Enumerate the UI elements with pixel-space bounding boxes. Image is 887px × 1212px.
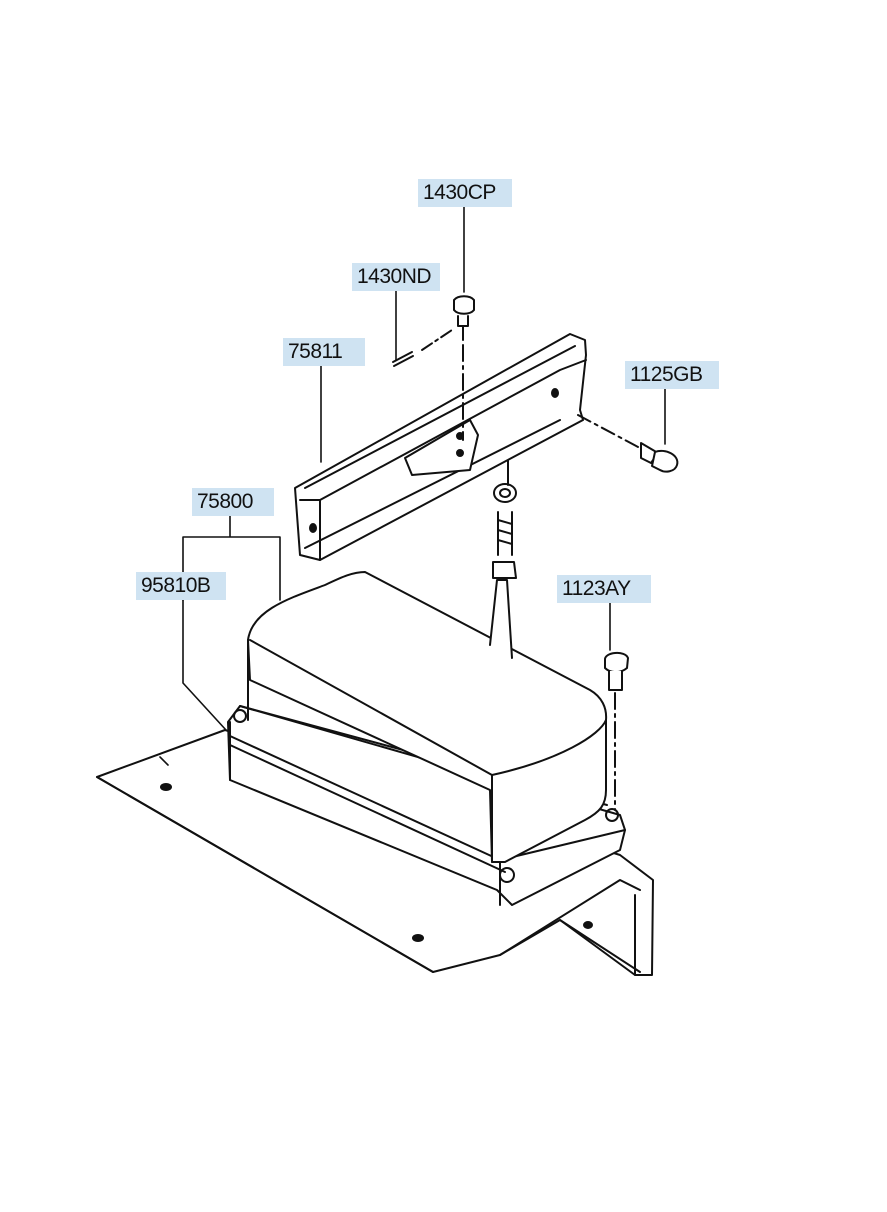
part-label-1125gb[interactable]: 1125GB [625, 361, 719, 389]
part-label-75811[interactable]: 75811 [283, 338, 365, 366]
module-cover [247, 571, 608, 863]
part-label-1430nd[interactable]: 1430ND [352, 263, 440, 291]
pin-1430nd [392, 329, 453, 367]
bolt-1123ay [604, 652, 629, 811]
part-label-1123ay[interactable]: 1123AY [557, 575, 651, 603]
part-label-75800[interactable]: 75800 [192, 488, 274, 516]
bolt-1125gb [577, 414, 679, 473]
leader-lines [159, 206, 666, 766]
part-label-1430cp[interactable]: 1430CP [418, 179, 512, 207]
upper-channel-bracket [294, 333, 587, 561]
part-label-95810b[interactable]: 95810B [136, 572, 226, 600]
bolt-1430cp [453, 295, 475, 441]
